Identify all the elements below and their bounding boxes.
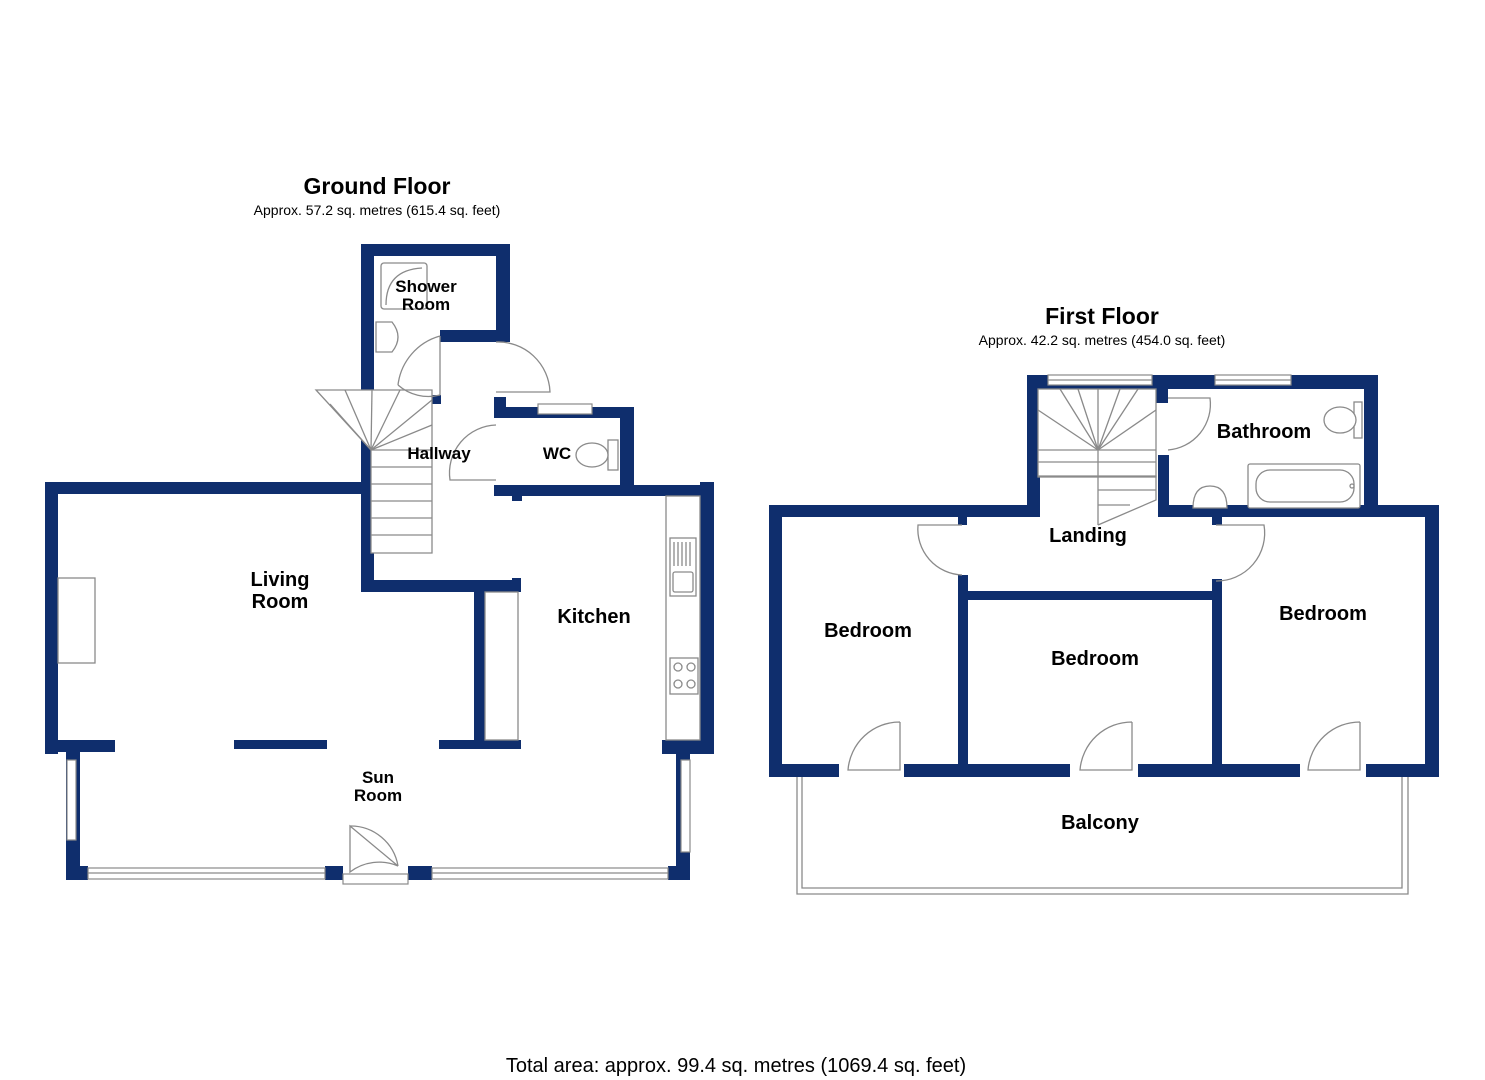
living-room-label-1: Living bbox=[251, 569, 310, 591]
landing-label: Landing bbox=[1049, 525, 1127, 547]
ground-floor-labels: Shower Room Hallway WC Living Room Kitch… bbox=[251, 277, 631, 805]
kitchen-label: Kitchen bbox=[557, 606, 630, 628]
first-floor-walls bbox=[769, 375, 1439, 777]
first-floor-area: Approx. 42.2 sq. metres (454.0 sq. feet) bbox=[979, 332, 1226, 348]
shower-room-label-1: Shower bbox=[395, 277, 457, 296]
bedroom-left-label: Bedroom bbox=[824, 620, 912, 642]
first-floor-stairs bbox=[1037, 388, 1157, 526]
living-room-label-2: Room bbox=[252, 591, 309, 613]
first-floor-title: First Floor bbox=[1045, 303, 1159, 329]
ground-floor-windows bbox=[66, 403, 691, 885]
total-area: Total area: approx. 99.4 sq. metres (106… bbox=[506, 1055, 966, 1077]
balcony-label: Balcony bbox=[1061, 812, 1140, 834]
ground-floor: Ground Floor Approx. 57.2 sq. metres (61… bbox=[45, 173, 714, 885]
ground-floor-fixtures bbox=[57, 262, 701, 741]
balcony bbox=[796, 776, 1409, 895]
bathroom-label: Bathroom bbox=[1217, 421, 1311, 443]
first-floor-windows bbox=[1047, 374, 1292, 386]
bathroom-fixtures bbox=[1192, 401, 1363, 509]
sun-room-label-1: Sun bbox=[362, 768, 394, 787]
ground-floor-doors bbox=[349, 335, 551, 874]
wc-label: WC bbox=[543, 444, 571, 463]
hallway-label: Hallway bbox=[407, 444, 471, 463]
bedroom-middle-label: Bedroom bbox=[1051, 648, 1139, 670]
sun-room-label-2: Room bbox=[354, 786, 402, 805]
ground-floor-area: Approx. 57.2 sq. metres (615.4 sq. feet) bbox=[254, 202, 501, 218]
first-floor: First Floor Approx. 42.2 sq. metres (454… bbox=[769, 303, 1439, 895]
shower-room-label-2: Room bbox=[402, 295, 450, 314]
first-floor-labels: Bathroom Landing Bedroom Bedroom Bedroom… bbox=[824, 421, 1367, 834]
first-floor-doors bbox=[847, 397, 1361, 771]
ground-floor-stairs bbox=[314, 389, 433, 554]
ground-floor-title: Ground Floor bbox=[304, 173, 451, 199]
bedroom-right-label: Bedroom bbox=[1279, 603, 1367, 625]
